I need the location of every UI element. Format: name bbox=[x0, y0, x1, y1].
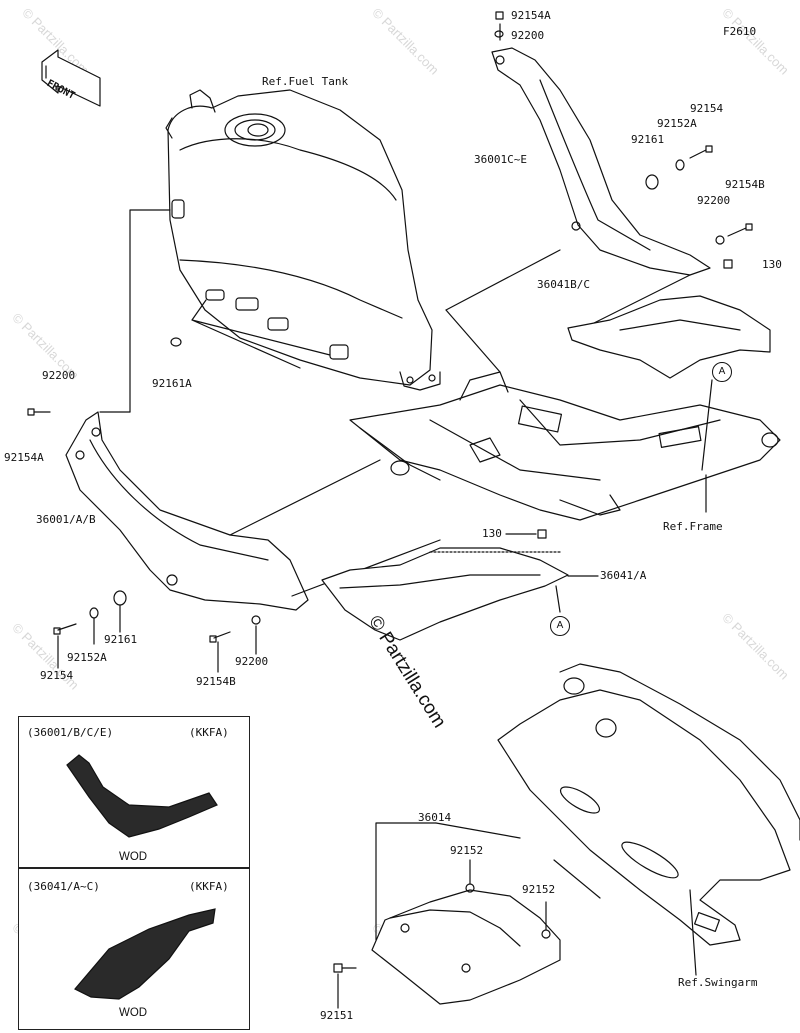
bolt-92151-icon bbox=[333, 963, 357, 973]
part-label: 92154A bbox=[511, 9, 551, 22]
callout-a: A bbox=[550, 616, 570, 636]
screw-92154a-left-icon bbox=[27, 408, 51, 416]
part-label: 92154B bbox=[725, 178, 765, 191]
figure-code: F2610 bbox=[723, 25, 757, 38]
washer-92161a-icon bbox=[170, 337, 182, 347]
part-label: 92200 bbox=[42, 369, 76, 382]
inset-kkfa-36001: (36001/B/C/E) (KKFA) WOD bbox=[18, 716, 250, 868]
part-label: 92154B bbox=[196, 675, 236, 688]
washer-92152a-icon bbox=[89, 607, 99, 619]
ref-fuel-tank: Ref.Fuel Tank bbox=[262, 75, 349, 88]
inset-codes: (36001/B/C/E) bbox=[27, 726, 114, 739]
inset-cover-drawing bbox=[74, 908, 216, 1000]
inset-variant: (KKFA) bbox=[189, 726, 229, 739]
part-label: 92200 bbox=[511, 29, 545, 42]
part-label: 92152 bbox=[522, 883, 556, 896]
part-label: 92154 bbox=[40, 669, 74, 682]
part-label: 130 bbox=[482, 527, 502, 540]
part-label: 92200 bbox=[697, 194, 731, 207]
inset-caption: WOD bbox=[119, 1007, 148, 1019]
grommet-92161-right-icon bbox=[645, 174, 659, 190]
part-label: 92152A bbox=[657, 117, 697, 130]
fuel-tank-drawing bbox=[165, 89, 441, 391]
washer-92152a-right-icon bbox=[675, 159, 685, 171]
grommet-92161-icon bbox=[113, 590, 127, 606]
part-label: 130 bbox=[762, 258, 782, 271]
side-cover-right-drawing bbox=[491, 47, 711, 276]
part-label: 92154A bbox=[4, 451, 44, 464]
screw-92154b-right-icon bbox=[727, 223, 753, 237]
part-label: 92151 bbox=[320, 1009, 354, 1022]
inset-codes: (36041/A~C) bbox=[27, 880, 100, 893]
screw-92154-right-icon bbox=[689, 145, 713, 159]
frame-drawing bbox=[349, 371, 781, 521]
part-label: 36041B/C bbox=[537, 278, 590, 291]
callout-a: A bbox=[712, 362, 732, 382]
part-label: 92161 bbox=[104, 633, 138, 646]
inset-variant: (KKFA) bbox=[189, 880, 229, 893]
part-label: 92161A bbox=[152, 377, 192, 390]
washer-92200-icon bbox=[251, 615, 261, 625]
clip-130-right-icon bbox=[723, 259, 733, 269]
swingarm-drawing bbox=[497, 663, 800, 976]
ref-swingarm: Ref.Swingarm bbox=[678, 976, 758, 989]
screw-92154-left-icon bbox=[53, 623, 77, 635]
washer-92200-top-icon bbox=[494, 30, 504, 38]
ref-frame: Ref.Frame bbox=[663, 520, 723, 533]
part-label: 92154 bbox=[690, 102, 724, 115]
front-arrow-icon bbox=[41, 49, 101, 107]
part-label: 92200 bbox=[235, 655, 269, 668]
side-cover-left-drawing bbox=[65, 411, 309, 611]
part-label: 92152 bbox=[450, 844, 484, 857]
side-cover-36041bc-drawing bbox=[567, 295, 771, 379]
part-label: 36001/A/B bbox=[36, 513, 96, 526]
screw-92154b-left-icon bbox=[209, 631, 231, 643]
washer-92200-right-icon bbox=[715, 235, 725, 245]
screw-92154a-top-icon bbox=[495, 11, 504, 20]
side-cover-36041a-drawing bbox=[321, 547, 569, 641]
part-label: 36014 bbox=[418, 811, 452, 824]
clip-130-mid-icon bbox=[505, 529, 547, 539]
inset-caption: WOD bbox=[119, 851, 148, 863]
inset-kkfa-36041: (36041/A~C) (KKFA) WOD bbox=[18, 868, 250, 1030]
part-label: 36001C~E bbox=[474, 153, 527, 166]
inset-cover-drawing bbox=[66, 754, 218, 838]
chain-guard-drawing bbox=[371, 822, 601, 1005]
part-label: 36041/A bbox=[600, 569, 647, 582]
part-label: 92161 bbox=[631, 133, 665, 146]
part-label: 92152A bbox=[67, 651, 107, 664]
